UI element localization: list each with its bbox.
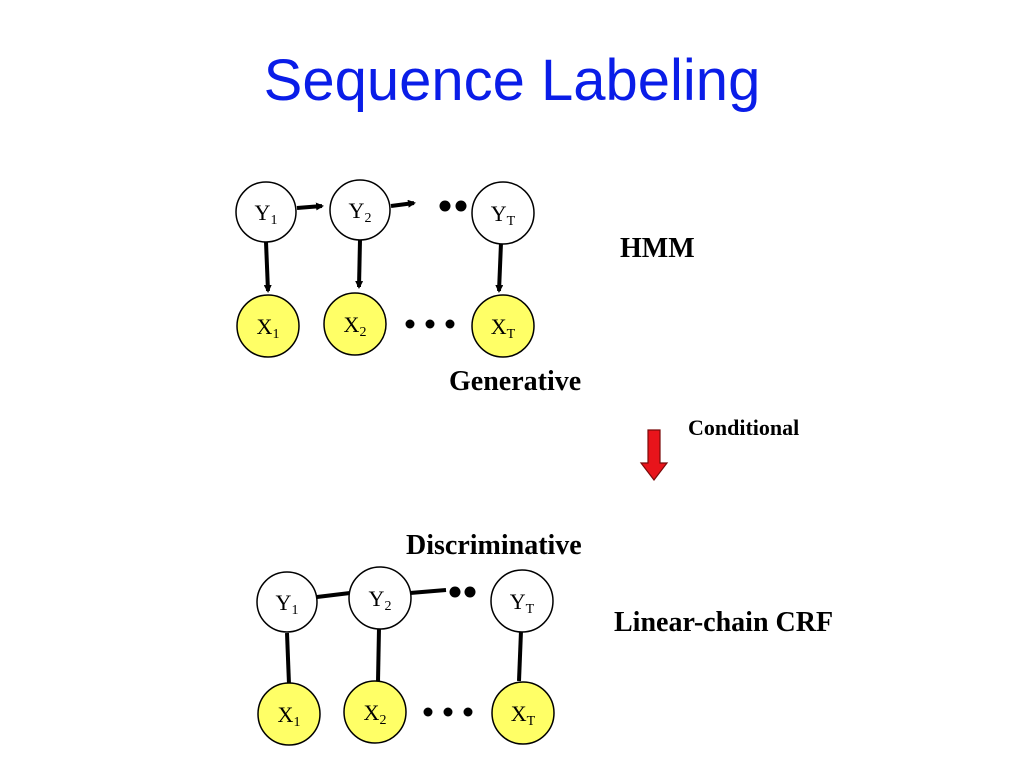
crf-edge-y2-dots [409,588,447,595]
crf-node-y2: Y2 [348,566,412,630]
crf-label: Linear-chain CRF [614,607,833,638]
hmm-edge-y2-x2 [355,239,364,289]
conditional-transition: Conditional [639,415,799,481]
svg-text:Y2: Y2 [369,586,392,614]
crf-caption: Discriminative [406,530,582,561]
down-arrow-icon [639,429,669,481]
hmm-bottom-dot [425,319,435,329]
svg-text:Y1: Y1 [255,200,278,228]
hmm-node-x2: X2 [323,292,387,356]
crf-top-dot [449,586,461,598]
crf-node-xt: XT [491,681,555,745]
svg-text:XT: XT [511,701,536,729]
hmm-node-x1: X1 [236,294,300,358]
crf-model: Discriminative Y1 Y2 [256,530,833,746]
crf-bottom-dot [463,707,473,717]
crf-edge-y1-x1 [285,632,291,685]
crf-top-dot [464,586,476,598]
crf-node-y1: Y1 [256,571,318,633]
crf-edge-y2-x2 [376,627,381,683]
svg-text:Y1: Y1 [276,590,299,618]
hmm-bottom-dot [405,319,415,329]
hmm-edge-y1-x1 [263,241,272,293]
hmm-node-y1: Y1 [235,181,297,243]
slide-title: Sequence Labeling [263,48,761,113]
svg-text:X2: X2 [364,700,387,728]
hmm-node-yt: YT [471,181,535,245]
hmm-node-xt: XT [471,294,535,358]
svg-text:X1: X1 [278,702,301,730]
hmm-edge-y1-y2 [296,202,324,211]
hmm-caption: Generative [449,366,581,397]
svg-text:Y2: Y2 [349,198,372,226]
svg-text:X2: X2 [344,312,367,340]
crf-node-yt: YT [490,569,554,633]
crf-edge-y1-y2 [316,591,351,599]
crf-bottom-dot [423,707,433,717]
crf-edge-yt-xt [517,630,523,682]
hmm-model: Y1 Y2 YT X1 X2 [235,179,695,397]
hmm-edge-yt-xt [495,242,504,293]
hmm-bottom-dot [445,319,455,329]
svg-text:YT: YT [510,589,535,617]
hmm-label: HMM [620,233,695,264]
conditional-label: Conditional [688,415,799,440]
crf-node-x2: X2 [343,680,407,744]
hmm-top-dot [439,200,451,212]
hmm-top-dot [455,200,467,212]
svg-text:X1: X1 [257,314,280,342]
svg-text:XT: XT [491,314,516,342]
svg-text:YT: YT [491,201,516,229]
hmm-node-y2: Y2 [329,179,391,241]
crf-node-x1: X1 [257,682,321,746]
crf-bottom-dot [443,707,453,717]
hmm-edge-y2-dots [390,199,416,208]
